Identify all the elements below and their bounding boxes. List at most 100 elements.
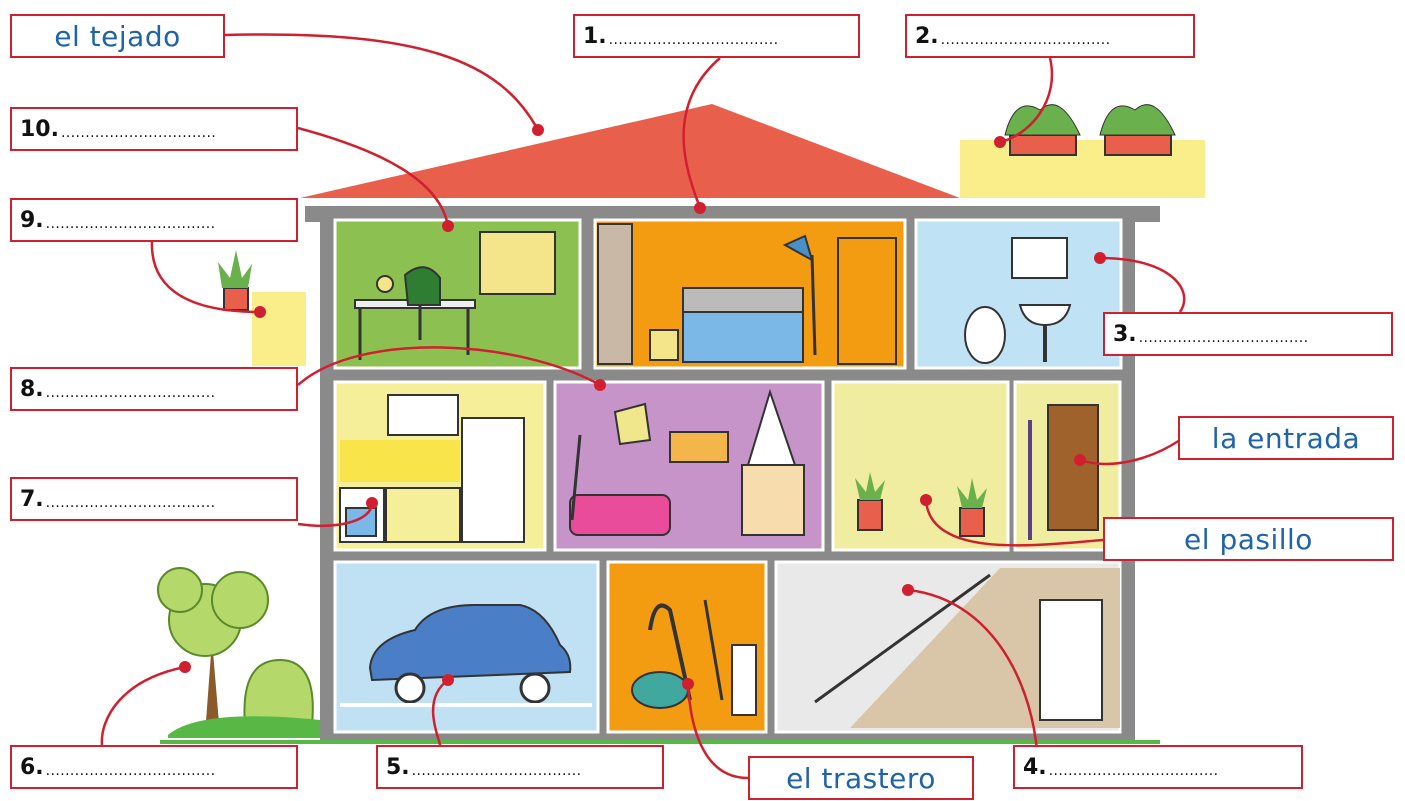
- bedroom: [593, 218, 907, 370]
- wardrobe-door: [597, 223, 633, 365]
- blank-4[interactable]: 4. ...................................: [1013, 745, 1303, 789]
- blank-1-dots: ...................................: [608, 32, 779, 48]
- blank-6-number: 6.: [20, 754, 44, 780]
- leader-10: [297, 126, 450, 227]
- blank-7-dots: ...................................: [45, 495, 216, 511]
- label-storage-text: el trastero: [786, 761, 936, 795]
- handrail: [814, 573, 991, 704]
- reading-lamp: [570, 434, 582, 521]
- blank-5-number: 5.: [386, 754, 410, 780]
- label-entrance: la entrada: [1178, 416, 1394, 460]
- leader-5: [431, 678, 449, 746]
- blank-9[interactable]: 9. ...................................: [10, 198, 298, 242]
- blank-2-dots: ...................................: [940, 32, 1111, 48]
- balcony-plant: [223, 287, 249, 311]
- vacuum-cleaner: [648, 603, 692, 701]
- toilet: [964, 306, 1006, 364]
- leader-hallway: [924, 499, 1104, 547]
- balcony-railing: [252, 292, 306, 366]
- blank-4-dots: ...................................: [1048, 763, 1219, 779]
- blank-10-dots: ................................: [60, 125, 217, 141]
- blank-3-dots: ...................................: [1138, 330, 1309, 346]
- leader-9: [150, 240, 261, 314]
- roof: [300, 104, 960, 198]
- storage-room: [606, 560, 768, 734]
- planter-left: [1009, 134, 1077, 156]
- fridge: [461, 417, 525, 543]
- blank-4-number: 4.: [1023, 754, 1047, 780]
- hall-plant-left: [857, 499, 883, 531]
- blank-5[interactable]: 5. ...................................: [376, 745, 664, 789]
- hall-plant-right: [959, 507, 985, 537]
- blank-6[interactable]: 6. ...................................: [10, 745, 298, 789]
- terrace: [960, 104, 1205, 198]
- leader-3: [1099, 256, 1186, 313]
- blank-3-number: 3.: [1113, 321, 1137, 347]
- blank-10-number: 10.: [20, 116, 59, 142]
- sofa: [569, 494, 671, 536]
- broom: [703, 599, 724, 701]
- label-roof-text: el tejado: [54, 19, 181, 53]
- ground-line: [160, 740, 1160, 744]
- sink-cabinet: [385, 487, 461, 543]
- blank-7[interactable]: 7. ...................................: [10, 477, 298, 521]
- hallway-room: [831, 380, 1010, 552]
- bush: [243, 658, 314, 726]
- blank-8[interactable]: 8. ...................................: [10, 367, 298, 411]
- nightstand: [649, 329, 679, 361]
- bucket: [731, 644, 757, 716]
- painting: [669, 431, 729, 463]
- leader-6: [100, 665, 186, 746]
- blank-6-dots: ...................................: [45, 763, 216, 779]
- entrance-room: [1013, 380, 1122, 552]
- desk-lamp: [376, 275, 394, 293]
- tile-wall: [340, 440, 460, 482]
- wall-cabinets: [387, 394, 459, 436]
- living-room: [553, 380, 825, 552]
- tree-trunk: [205, 640, 220, 735]
- garage: [333, 560, 600, 734]
- leader-8: [297, 346, 601, 387]
- bed: [682, 311, 804, 363]
- bookshelf: [479, 231, 556, 295]
- blank-8-dots: ...................................: [45, 385, 216, 401]
- fireplace: [741, 464, 805, 536]
- side-balcony: [218, 250, 306, 366]
- planter-right: [1104, 134, 1172, 156]
- blank-9-number: 9.: [20, 207, 44, 233]
- blank-3[interactable]: 3. ...................................: [1103, 312, 1393, 356]
- blank-5-dots: ...................................: [411, 763, 582, 779]
- blank-8-number: 8.: [20, 376, 44, 402]
- garden: [157, 567, 320, 738]
- leader-storage: [686, 683, 749, 780]
- stair-door: [1039, 599, 1103, 721]
- car: [368, 604, 572, 682]
- chair: [403, 266, 441, 306]
- blank-2[interactable]: 2. ...................................: [905, 14, 1195, 58]
- leader-lines: [100, 33, 1186, 780]
- leader-roof: [224, 33, 540, 131]
- leader-dots: [179, 124, 1106, 690]
- blank-1-number: 1.: [583, 23, 607, 49]
- blank-1[interactable]: 1. ...................................: [573, 14, 860, 58]
- bathroom: [914, 218, 1123, 370]
- label-hallway-text: el pasillo: [1184, 522, 1313, 556]
- label-hallway: el pasillo: [1103, 517, 1394, 561]
- kitchen: [333, 380, 547, 552]
- label-roof: el tejado: [10, 14, 225, 58]
- staircase-room: [774, 560, 1122, 734]
- front-door: [1047, 404, 1099, 531]
- leader-entrance: [1079, 438, 1181, 466]
- grass: [168, 716, 320, 738]
- blank-7-number: 7.: [20, 486, 44, 512]
- leader-2: [999, 57, 1054, 144]
- label-storage: el trastero: [748, 756, 974, 800]
- blank-9-dots: ...................................: [45, 216, 216, 232]
- mirror: [1011, 237, 1068, 279]
- blank-2-number: 2.: [915, 23, 939, 49]
- bedroom-door: [837, 237, 897, 365]
- blank-10[interactable]: 10. ................................: [10, 107, 298, 151]
- label-entrance-text: la entrada: [1211, 421, 1361, 455]
- floor-lamp: [810, 254, 817, 356]
